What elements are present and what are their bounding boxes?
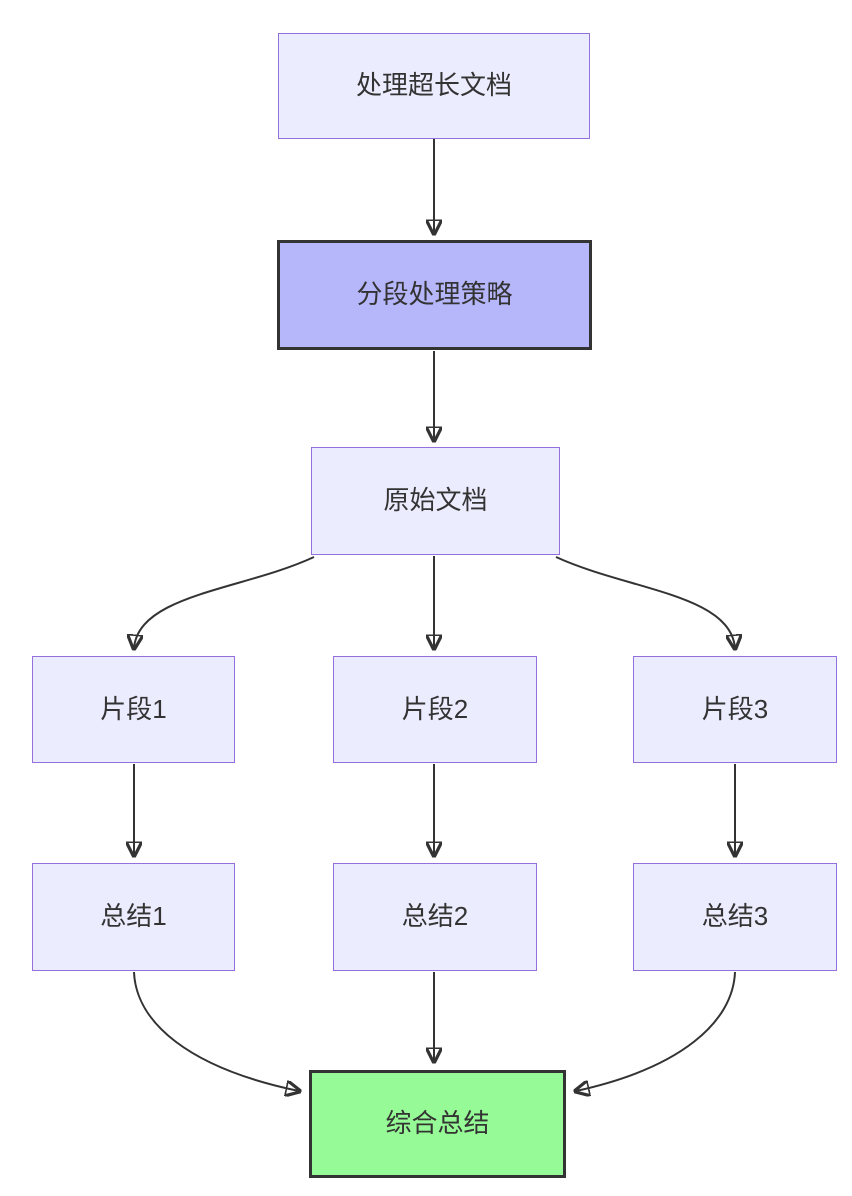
node-label: 片段3 [701, 693, 769, 724]
node-label: 总结3 [701, 901, 769, 932]
node-summary-2: 总结2 [333, 863, 537, 971]
node-label: 综合总结 [385, 1108, 490, 1139]
node-label: 片段2 [401, 693, 469, 724]
node-summary-3: 总结3 [633, 863, 837, 971]
node-label: 处理超长文档 [355, 70, 512, 101]
node-final-summary: 综合总结 [309, 1070, 566, 1178]
node-segment-strategy: 分段处理策略 [277, 240, 592, 350]
node-label: 总结2 [401, 901, 469, 932]
edge-original-to-fragment1 [134, 556, 315, 648]
node-label: 原始文档 [383, 485, 488, 516]
node-fragment-1: 片段1 [32, 656, 235, 763]
node-label: 片段1 [100, 693, 167, 724]
edge-original-to-fragment3 [555, 556, 735, 648]
node-summary-1: 总结1 [32, 863, 235, 971]
node-label: 总结1 [100, 901, 167, 932]
node-fragment-3: 片段3 [633, 656, 837, 763]
edge-summary1-to-final [133, 971, 299, 1091]
node-fragment-2: 片段2 [333, 656, 537, 763]
node-original-doc: 原始文档 [311, 447, 560, 555]
node-label: 分段处理策略 [356, 279, 513, 310]
node-handle-long-doc: 处理超长文档 [278, 33, 590, 139]
edge-summary3-to-final [576, 971, 736, 1091]
